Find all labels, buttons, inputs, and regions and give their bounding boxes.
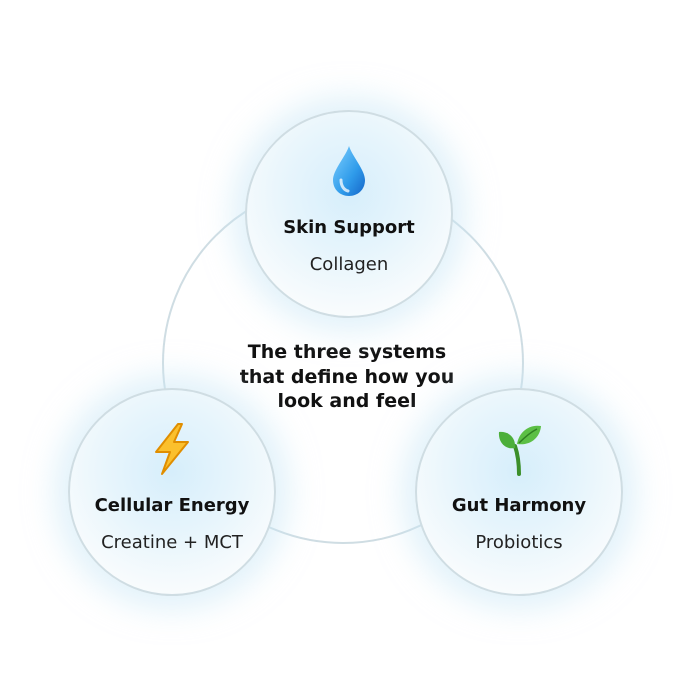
center-caption: The three systems that define how you lo… bbox=[217, 340, 477, 414]
seedling-icon bbox=[498, 425, 541, 476]
node-cellular-energy: Cellular Energy Creatine + MCT bbox=[68, 388, 276, 596]
node-subtitle: Collagen bbox=[309, 254, 389, 275]
lightning-bolt-icon bbox=[155, 423, 189, 475]
node-gut-harmony: Gut Harmony Probiotics bbox=[415, 388, 623, 596]
water-drop-icon bbox=[333, 146, 365, 196]
node-skin-support: Skin Support Collagen bbox=[245, 110, 453, 318]
node-title: Cellular Energy bbox=[94, 495, 250, 516]
node-title: Skin Support bbox=[283, 217, 415, 238]
node-subtitle: Probiotics bbox=[475, 532, 563, 553]
center-caption-line-2: that define how you bbox=[239, 365, 455, 388]
center-caption-line-3: look and feel bbox=[277, 390, 417, 412]
node-title: Gut Harmony bbox=[451, 495, 587, 516]
node-subtitle: Creatine + MCT bbox=[101, 532, 243, 553]
center-caption-line-1: The three systems bbox=[247, 341, 447, 363]
